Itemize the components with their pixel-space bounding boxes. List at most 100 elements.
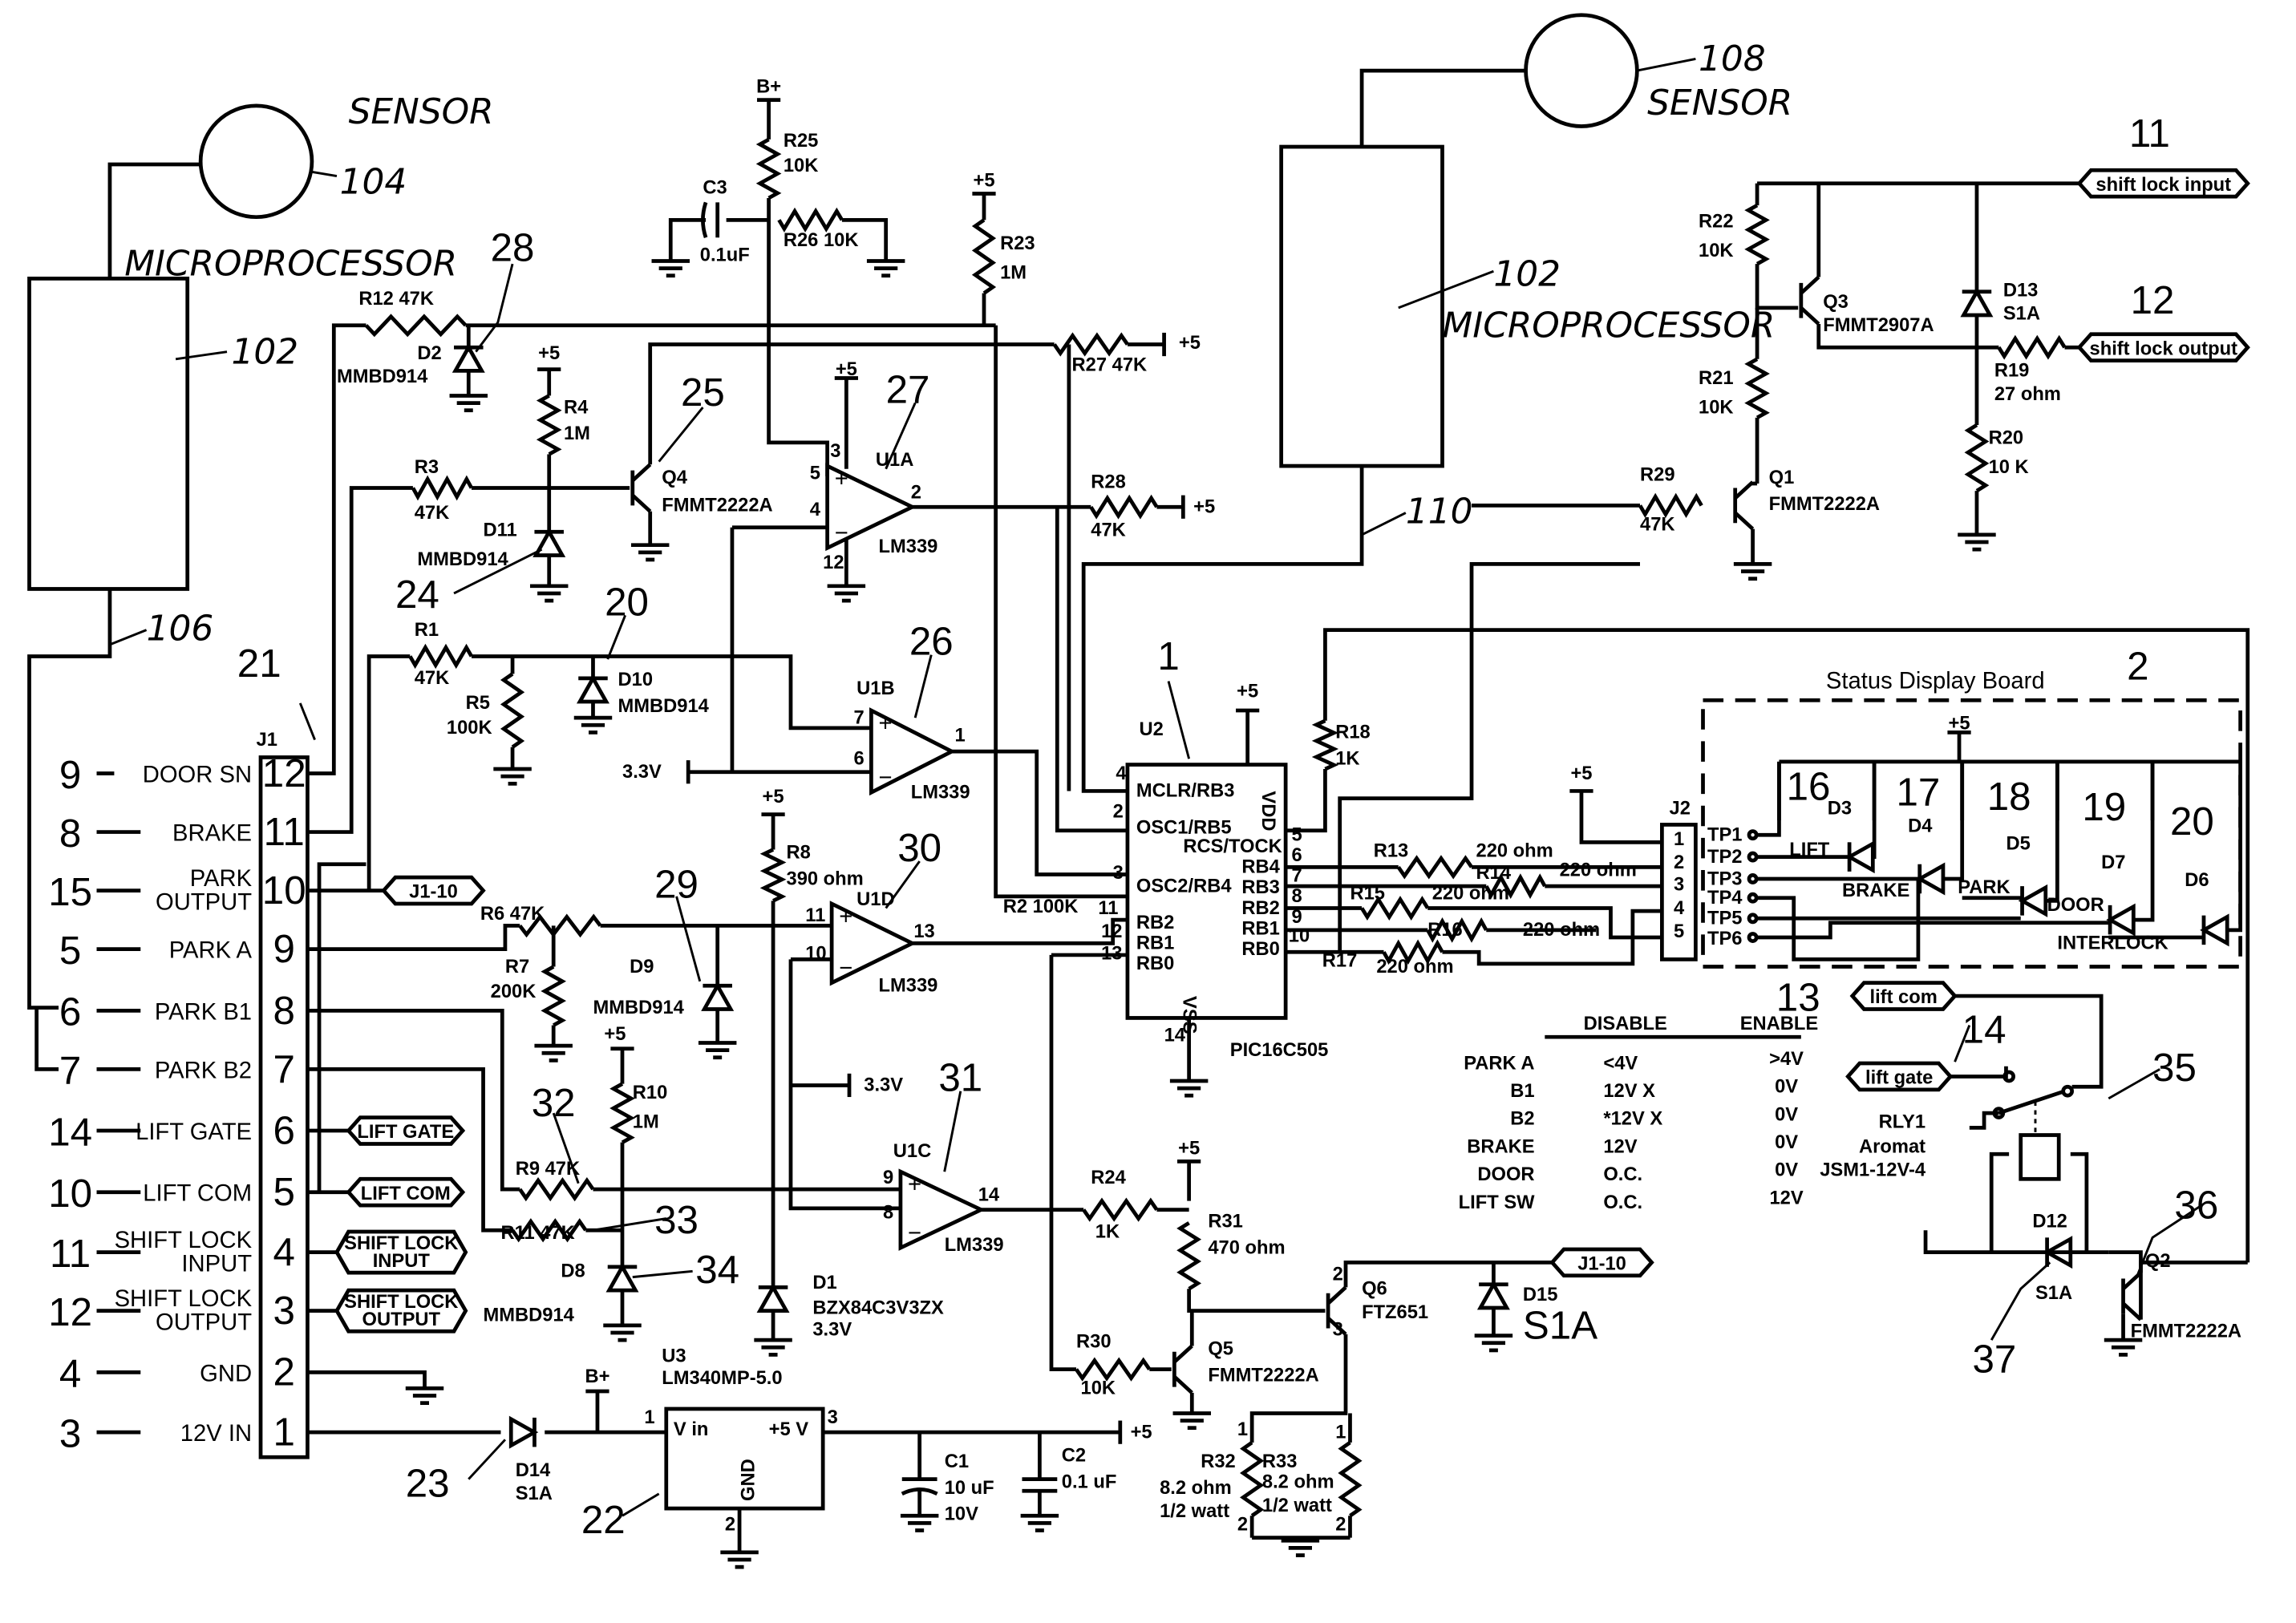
label-ref26: 26 [909,620,954,664]
label-tp6: TP6 [1707,929,1743,949]
label-r17v: 220 ohm [1376,957,1453,977]
label-d12: D12 [2032,1212,2067,1232]
wire [1338,562,1640,953]
j1-signal-number: 14 [48,1110,92,1154]
resistor-r10 [609,1082,635,1144]
resistor-r23 [971,218,997,295]
label-r5: R5 [466,693,490,714]
leader-line [632,1269,693,1279]
j1-pin-number: 3 [273,1289,295,1333]
label-u2v: PIC16C505 [1230,1040,1329,1061]
diode-body [701,981,735,1011]
label-c3v: 0.1uF [700,245,750,265]
wire-106b [34,1007,59,1071]
j1-signal-name: INPUT [181,1251,252,1277]
wire-110 [1081,466,1364,793]
label-u1a-p12: 12 [823,552,844,573]
wire [1249,1334,1348,1443]
label-rly1: RLY1 [1879,1111,1925,1132]
label-r13v: 220 ohm [1476,841,1553,862]
wire [307,1008,520,1192]
opamp-u1c [898,1168,986,1251]
label-d14v: S1A [516,1483,553,1504]
resistor-r20 [1964,423,1990,493]
wire [2043,761,2059,903]
label-d7: D7 [2101,852,2125,873]
diode-d10 [576,674,609,704]
label-c1: C1 [945,1451,969,1472]
test-point [1747,932,1759,943]
test-point [1747,892,1759,904]
diode-d1 [756,1283,790,1313]
label-r1: R1 [415,620,439,641]
label-bplus-top: B+ [756,76,781,97]
label-r13: R13 [1374,841,1409,862]
transistor-q5 [1172,1344,1193,1364]
label-r20: R20 [1989,428,2024,449]
relay-contact [1992,1107,2006,1119]
transistor-q1 [1734,511,1755,531]
tag-lift-gate-lc-label: lift gate [1865,1068,1933,1089]
label-u2: U2 [1140,719,1164,740]
label-r12: R12 47K [358,289,434,310]
label-u1b: U1B [856,678,894,699]
label-d5: D5 [2006,833,2030,854]
sensor-104-label: SENSOR [349,91,494,132]
label-r16: R16 [1427,920,1463,941]
label-u2-p8: 8 [1291,886,1302,907]
label-u2-rb3: RB3 [1241,877,1279,898]
label-d10v: MMBD914 [618,696,710,717]
label-r33-p1: 1 [1335,1422,1346,1443]
table-header-enable: ENABLE [1740,1014,1819,1034]
ref-102: 102 [231,331,298,372]
j1-signal-number: 7 [59,1049,81,1093]
relay-coil-rly1 [2019,1133,2061,1181]
wire [1286,769,1327,833]
label-q3: Q3 [1823,292,1849,313]
microprocessor-right-label: MICROPROCESSOR [1443,305,1776,346]
label-r21v: 10K [1699,397,1734,418]
minus-sign: − [879,765,893,791]
j1-pin-number: 9 [273,927,295,971]
table-signal: B2 [1510,1109,1534,1130]
resistor-r27 [1052,332,1129,357]
wire [648,342,1055,465]
label-bplus-u3: B+ [585,1366,609,1387]
diode-d11 [532,528,566,557]
leader-line [298,702,316,741]
j1-signal-name: SHIFT LOCK [115,1228,253,1253]
label-u2-p5: 5 [1291,825,1302,846]
label-lm339-d: LM339 [879,976,938,997]
leader-line [175,350,228,361]
label-u1d-p11: 11 [805,905,825,926]
label-tp3: TP3 [1707,868,1743,889]
resistor-r22 [1744,204,1770,266]
leader-line [658,407,704,463]
transistor-q6 [1326,1285,1347,1305]
j1-signal-number: 3 [59,1411,81,1455]
j1-signal-number: 15 [48,870,92,914]
label-q5v: FMMT2222A [1208,1365,1318,1386]
leader-line [2136,1203,2205,1275]
label-u1a-p5: 5 [810,463,820,484]
wire [994,325,1128,899]
table-disable-value: *12V X [1603,1109,1662,1130]
wire [2108,1250,2143,1273]
label-r20v: 10 K [1989,457,2029,478]
test-point [1747,851,1759,863]
diode-body [2200,913,2229,947]
diode-d13 [1960,287,1994,318]
label-d9v: MMBD914 [593,998,684,1018]
table-disable-value: O.C. [1603,1164,1642,1185]
label-p5-out: +5 [1131,1422,1152,1443]
label-d1v: BZX84C3V3ZX [812,1297,944,1318]
led-d7 [2106,903,2136,937]
tag-shift-lock-output-label: SHIFT LOCK [344,1292,458,1313]
leader-line [1398,269,1494,310]
label-u2-rb1: RB1 [1241,918,1279,939]
j1-pin-number: 6 [273,1108,295,1152]
label-ref23: 23 [406,1462,450,1506]
ref-102-right: 102 [1493,254,1561,295]
label-c2v: 0.1 uF [1062,1472,1117,1493]
label-r32v: 8.2 ohm [1160,1478,1232,1499]
